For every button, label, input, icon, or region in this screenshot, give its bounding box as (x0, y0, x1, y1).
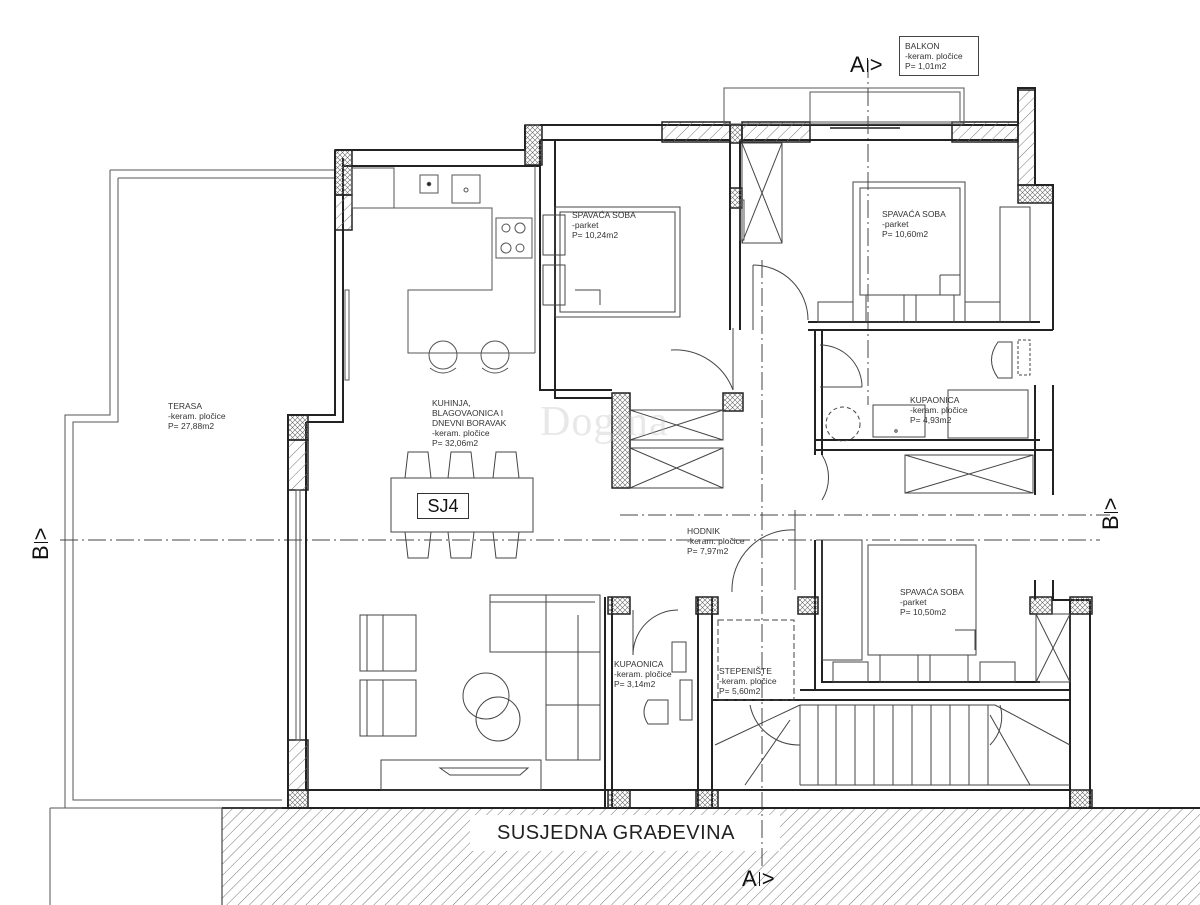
section-arrow-icon: > (1098, 497, 1123, 511)
watermark: Dogma (540, 399, 669, 445)
bedroom-furniture (542, 181, 1031, 683)
neighbor-building-label: SUSJEDNA GRAĐEVINA (497, 822, 735, 844)
room-area: P= 27,88m2 (168, 421, 215, 431)
wardrobes (629, 142, 1071, 683)
structural-columns (287, 124, 1093, 809)
section-marker-b-left: B > (28, 527, 54, 560)
hatched-walls (287, 89, 1036, 791)
room-name: KUPAONICA (614, 659, 664, 669)
room-name-line-1: KUHINJA, (432, 398, 471, 408)
unit-tag: SJ4 (417, 493, 469, 519)
section-tick (758, 872, 760, 886)
room-finish: -keram. pločice (614, 669, 672, 679)
room-label-stepeniste: STEPENIŠTE -keram. pločice P= 5,60m2 (719, 666, 777, 696)
room-name: SPAVAĆA SOBA (572, 210, 636, 220)
room-area: P= 4,93m2 (910, 415, 952, 425)
room-label-bedroom-1: SPAVAĆA SOBA -parket P= 10,24m2 (572, 210, 636, 240)
room-area: P= 32,06m2 (432, 438, 479, 448)
section-arrow-icon: > (869, 52, 883, 77)
room-name-line-3: DNEVNI BORAVAK (432, 418, 507, 428)
room-label-bedroom-2: SPAVAĆA SOBA -parket P= 10,60m2 (882, 209, 946, 239)
room-finish: -keram. pločice (905, 51, 963, 61)
room-area: P= 10,24m2 (572, 230, 619, 240)
room-label-terasa: TERASA -keram. pločice P= 27,88m2 (168, 401, 226, 431)
terrace-outline (49, 169, 335, 905)
windows (295, 199, 745, 741)
room-name: TERASA (168, 401, 203, 411)
room-name: BALKON (905, 41, 940, 51)
room-finish: -parket (882, 219, 909, 229)
room-name: SPAVAĆA SOBA (882, 209, 946, 219)
room-finish: -keram. pločice (432, 428, 490, 438)
section-arrow-icon: > (28, 527, 53, 541)
room-area: P= 3,14m2 (614, 679, 656, 689)
room-area: P= 10,60m2 (882, 229, 929, 239)
room-finish: -keram. pločice (168, 411, 226, 421)
room-finish: -parket (900, 597, 927, 607)
room-label-bathroom-2: KUPAONICA -keram. pločice P= 3,14m2 (614, 659, 672, 689)
room-label-living: KUHINJA, BLAGOVAONICA I DNEVNI BORAVAK -… (432, 398, 506, 448)
section-tick (34, 542, 48, 544)
living-furniture (359, 594, 601, 791)
section-tick (1104, 512, 1118, 514)
section-marker-a-top: A > (850, 52, 883, 78)
section-letter: A (850, 52, 865, 77)
room-label-balkon: BALKON -keram. pločice P= 1,01m2 (899, 36, 979, 76)
section-letter: B (28, 545, 53, 560)
room-name-line-2: BLAGOVAONICA I (432, 408, 504, 418)
neighbor-building (221, 807, 1200, 905)
balcony (723, 87, 965, 129)
bathroom-fixtures (643, 339, 1031, 725)
room-name: KUPAONICA (910, 395, 960, 405)
room-label-bathroom-1: KUPAONICA -keram. pločice P= 4,93m2 (910, 395, 968, 425)
room-area: P= 10,50m2 (900, 607, 947, 617)
staircase (714, 619, 1071, 786)
room-label-hodnik: HODNIK -keram. pločice P= 7,97m2 (687, 526, 745, 556)
section-letter: B (1098, 515, 1123, 530)
room-area: P= 1,01m2 (905, 61, 947, 71)
section-marker-b-right: B > (1098, 497, 1124, 530)
room-finish: -keram. pločice (910, 405, 968, 415)
section-arrow-icon: > (761, 866, 775, 891)
room-label-bedroom-3: SPAVAĆA SOBA -parket P= 10,50m2 (900, 587, 964, 617)
room-area: P= 7,97m2 (687, 546, 729, 556)
kitchen-fixtures (351, 166, 536, 374)
section-tick (866, 58, 868, 72)
door-swings (632, 264, 863, 656)
room-finish: -keram. pločice (719, 676, 777, 686)
room-name: HODNIK (687, 526, 721, 536)
room-name: STEPENIŠTE (719, 666, 772, 676)
room-finish: -keram. pločice (687, 536, 745, 546)
room-finish: -parket (572, 220, 599, 230)
room-name: SPAVAĆA SOBA (900, 587, 964, 597)
section-lines (60, 60, 1110, 870)
room-area: P= 5,60m2 (719, 686, 761, 696)
section-marker-a-bottom: A > (742, 866, 775, 892)
section-letter: A (742, 866, 757, 891)
outer-walls (287, 87, 1091, 809)
